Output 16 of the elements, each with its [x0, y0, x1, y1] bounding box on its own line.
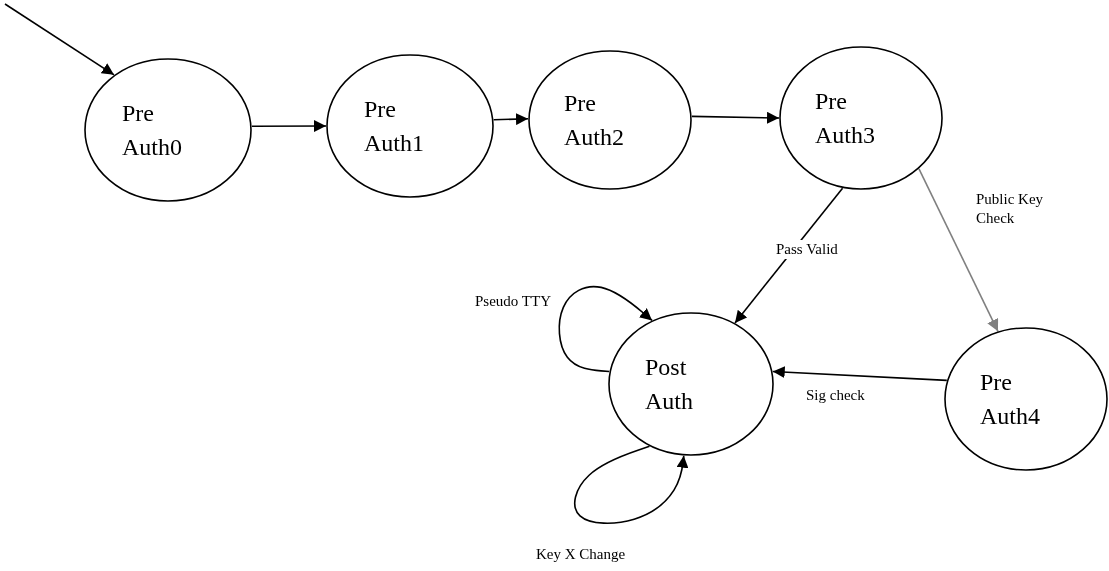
arrow: [918, 168, 999, 333]
state-name: Pre Auth0: [122, 99, 183, 162]
arrow: [574, 445, 689, 524]
arrow: [558, 285, 653, 373]
arrow: [492, 113, 529, 126]
state-name: Pre Auth3: [815, 87, 876, 150]
arrow: [251, 120, 327, 133]
state-name: Pre Auth4: [980, 368, 1041, 431]
state-name: Post Auth: [645, 353, 694, 416]
arrow: [691, 111, 780, 124]
arrow: [734, 187, 844, 324]
arrow: [4, 3, 115, 76]
state-name: Pre Auth1: [364, 95, 425, 158]
state-name: Pre Auth2: [564, 89, 625, 152]
arrow: [771, 366, 948, 382]
edge-label: Pass Valid: [775, 240, 839, 259]
